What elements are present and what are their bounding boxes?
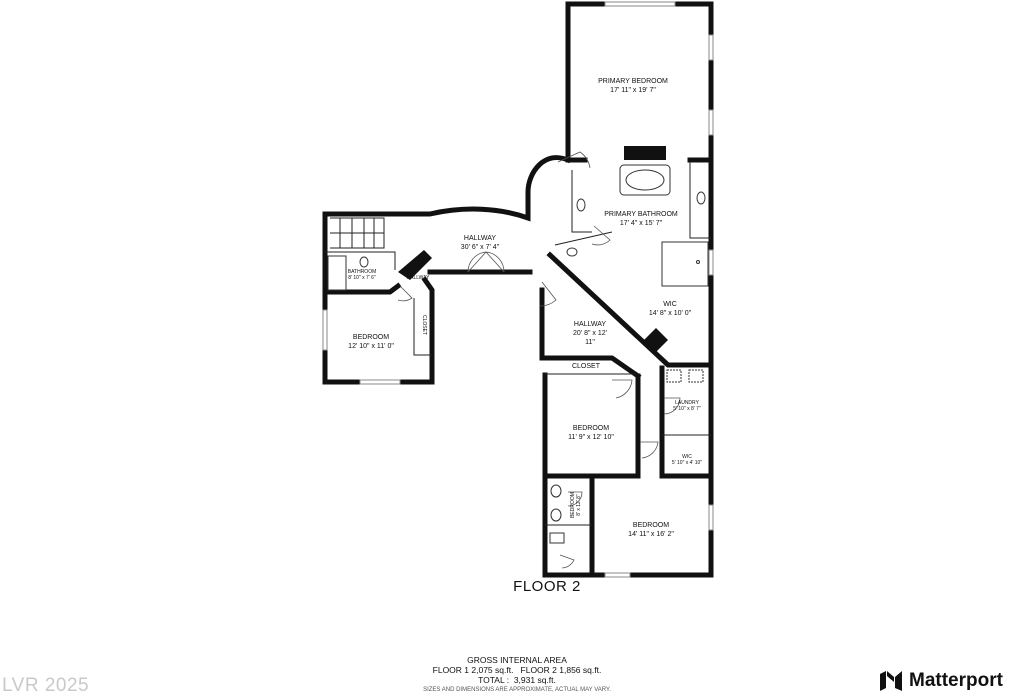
small-hallway-name: HALLWAY xyxy=(407,275,431,281)
fireplace-icon xyxy=(624,146,666,160)
laundry-name: LAUNDRY xyxy=(675,400,699,406)
left-bedroom-name: BEDROOM xyxy=(353,334,389,341)
upper-hallway-name: HALLWAY xyxy=(464,235,496,242)
small-bathroom-name: BATHROOM xyxy=(348,269,377,275)
small-wic-dims: 5' 10" x 4' 10" xyxy=(672,460,702,466)
brand: Matterport xyxy=(878,668,1003,694)
double-door-icon xyxy=(467,251,505,273)
column-icon xyxy=(644,328,668,352)
matterport-logo-icon xyxy=(880,671,902,691)
area-note: SIZES AND DIMENSIONS ARE APPROXIMATE, AC… xyxy=(423,687,611,693)
small-bathroom-dims: 8' 10" x 7' 6" xyxy=(348,275,376,281)
center-hallway-name: HALLWAY xyxy=(574,321,606,328)
area-floors: FLOOR 1 2,075 sq.ft. FLOOR 2 1,856 sq.ft… xyxy=(432,665,602,675)
walls xyxy=(322,1,714,578)
column-icon xyxy=(398,250,432,280)
small-wic-name: WIC xyxy=(682,454,692,460)
floor-label: FLOOR 2 xyxy=(513,578,581,595)
toilet-icon xyxy=(550,484,562,498)
left-bedroom-dims: 12' 10" x 11' 0" xyxy=(348,343,394,350)
center-bedroom-name: BEDROOM xyxy=(573,425,609,432)
primary-bathroom-name: PRIMARY BATHROOM xyxy=(604,211,678,218)
sink-icon xyxy=(549,532,565,544)
primary-bedroom-name: PRIMARY BEDROOM xyxy=(598,78,668,85)
sink-icon xyxy=(566,247,578,257)
center-bedroom-dims: 11' 9" x 12' 10" xyxy=(568,434,614,441)
small-closet-name: CLOSET xyxy=(421,315,427,335)
center-hallway-dims-2: 11" xyxy=(585,339,595,346)
upper-hallway-dims: 30' 6" x 7' 4" xyxy=(461,244,500,251)
right-bedroom-dims: 14' 11" x 16' 2" xyxy=(628,531,674,538)
washer-icon xyxy=(666,369,682,383)
closet-name: CLOSET xyxy=(572,363,601,370)
brand-name: Matterport xyxy=(909,670,1003,691)
toilet-icon xyxy=(576,198,586,212)
toilet-icon xyxy=(359,256,369,268)
center-hallway-dims-1: 20' 8" x 12' xyxy=(573,330,607,337)
primary-bedroom-dims: 17' 11" x 19' 7" xyxy=(610,87,656,94)
primary-wic-dims: 14' 8" x 10' 0" xyxy=(649,310,692,317)
toilet-icon xyxy=(550,508,562,522)
bathtub-icon xyxy=(327,255,347,291)
windows xyxy=(322,1,714,578)
room-labels: PRIMARY BEDROOM 17' 11" x 19' 7" PRIMARY… xyxy=(348,78,703,538)
bath-bedroom-name: BEDROOM xyxy=(570,492,576,518)
bath-bedroom-dims: 8' x 12' 8" xyxy=(576,494,582,516)
area-summary: GROSS INTERNAL AREA FLOOR 1 2,075 sq.ft.… xyxy=(397,655,637,695)
primary-bathroom-dims: 17' 4" x 15' 7" xyxy=(620,220,663,227)
area-total: TOTAL : 3,931 sq.ft. xyxy=(478,675,556,685)
dryer-icon xyxy=(688,369,704,383)
area-title: GROSS INTERNAL AREA xyxy=(467,655,567,665)
primary-wic-name: WIC xyxy=(663,301,677,308)
laundry-dims: 5' 10" x 8' 7" xyxy=(673,406,701,412)
doors xyxy=(397,151,681,569)
stairs-icon xyxy=(330,217,385,249)
watermark: LVR 2025 xyxy=(2,675,90,696)
toilet-icon xyxy=(696,191,706,205)
right-bedroom-name: BEDROOM xyxy=(633,522,669,529)
fixtures xyxy=(327,146,709,544)
shower-icon xyxy=(661,241,709,287)
